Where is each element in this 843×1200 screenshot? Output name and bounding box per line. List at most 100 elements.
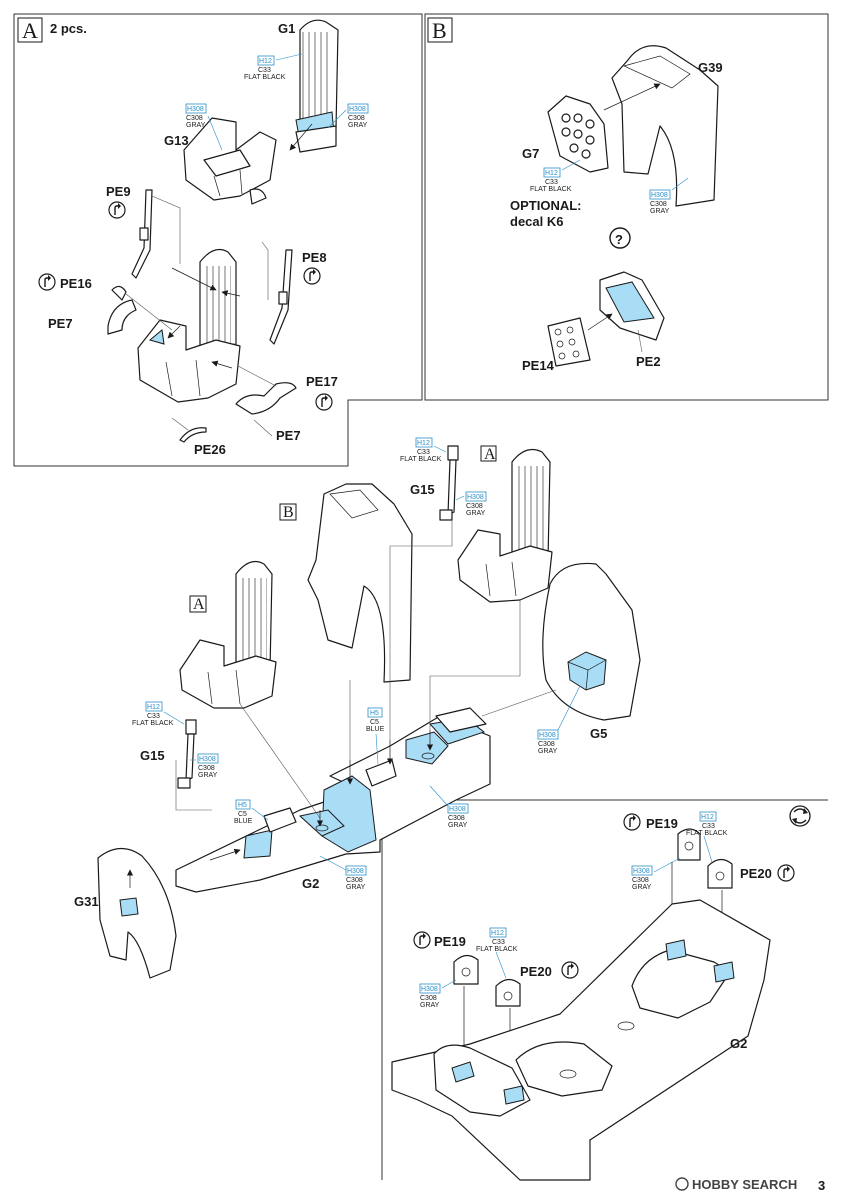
label-pe9: PE9 [106, 184, 131, 199]
label-pe16: PE16 [60, 276, 92, 291]
part-g7-instrument-panel [547, 95, 609, 173]
part-pe8-strap [269, 249, 293, 345]
svg-text:B: B [283, 504, 294, 521]
label-g39: G39 [698, 60, 723, 75]
step-a-ref-front: A [189, 595, 207, 613]
optional-label: OPTIONAL: [510, 198, 582, 213]
svg-text:C308: C308 [448, 815, 465, 822]
svg-text:H308: H308 [467, 494, 484, 501]
label-g1: G1 [278, 21, 295, 36]
svg-text:FLAT BLACK: FLAT BLACK [400, 456, 442, 463]
label-pe19-upper: PE19 [646, 816, 678, 831]
bend-arrow-icon [623, 813, 641, 831]
assembled-seat-front [179, 561, 277, 709]
svg-text:HOBBY SEARCH: HOBBY SEARCH [692, 1177, 797, 1192]
svg-text:H308: H308 [349, 106, 366, 113]
svg-text:C5: C5 [238, 811, 247, 818]
label-pe8: PE8 [302, 250, 327, 265]
callout-h308-g5: H308 C308 GRAY [537, 685, 581, 755]
step-a-letter: A [22, 18, 38, 43]
callout-h5-rear: H5 C5 BLUE [366, 707, 385, 765]
svg-text:C308: C308 [466, 503, 483, 510]
part-pe9-strap [131, 189, 153, 279]
part-pe19-upper [677, 828, 701, 861]
part-g2-detail-floor [391, 899, 771, 1181]
part-pe7-left-handle [107, 299, 137, 335]
step-b-ref: B [279, 503, 297, 521]
bend-arrow-icon [561, 961, 579, 979]
callout-h12-g7: H12 C33 FLAT BLACK [530, 159, 581, 193]
svg-text:GRAY: GRAY [198, 772, 218, 779]
label-pe19-lower: PE19 [434, 934, 466, 949]
svg-text:H308: H308 [199, 756, 216, 763]
optional-decal: decal K6 [510, 214, 563, 229]
assembled-seat-step-a [137, 249, 241, 403]
callout-h12-pe19-lower: H12 C33 FLAT BLACK [476, 927, 518, 979]
part-pe16-buckle [111, 285, 127, 301]
label-g31: G31 [74, 894, 99, 909]
bend-arrow-icon [38, 273, 56, 291]
callout-h12-g15-front: H12 C33 FLAT BLACK [132, 701, 185, 727]
svg-text:H12: H12 [259, 58, 272, 65]
frame-step-b [424, 13, 829, 401]
svg-text:H12: H12 [491, 930, 504, 937]
svg-text:FLAT BLACK: FLAT BLACK [244, 74, 286, 81]
callout-h308-pe19-lower: H308 C308 GRAY [419, 979, 457, 1009]
step-a-ref-rear: A [480, 445, 497, 463]
svg-text:C308: C308 [538, 741, 555, 748]
svg-text:H12: H12 [545, 170, 558, 177]
svg-text:C308: C308 [348, 115, 365, 122]
label-pe14: PE14 [522, 358, 555, 373]
part-pe19-lower [453, 954, 479, 985]
part-pe20-upper [707, 858, 733, 889]
label-g7: G7 [522, 146, 539, 161]
svg-text:GRAY: GRAY [346, 884, 366, 891]
label-g13: G13 [164, 133, 189, 148]
svg-text:C308: C308 [346, 877, 363, 884]
bend-arrow-icon [413, 931, 431, 949]
svg-text:A: A [193, 596, 205, 613]
callout-h308-g39: H308 C308 GRAY [649, 177, 689, 215]
part-pe26-bar [179, 427, 207, 443]
part-g5-bulkhead [542, 562, 641, 721]
svg-text:H5: H5 [238, 802, 247, 809]
question-icon: ? [609, 227, 631, 249]
svg-text:C33: C33 [702, 823, 715, 830]
callout-h12-g1: H12 C33 FLAT BLACK [244, 53, 303, 81]
rotate-arrows-icon[interactable] [789, 805, 811, 827]
assembled-bulkhead-step-b [307, 483, 413, 683]
callout-h308-g15-front: H308 C308 GRAY [190, 753, 219, 779]
label-pe7-right: PE7 [276, 428, 301, 443]
svg-text:H308: H308 [347, 868, 364, 875]
bend-arrow-icon [777, 864, 795, 882]
step-a-badge: A [17, 17, 43, 43]
svg-text:GRAY: GRAY [538, 748, 558, 755]
svg-text:H308: H308 [421, 986, 438, 993]
svg-text:C33: C33 [258, 67, 271, 74]
svg-text:GRAY: GRAY [632, 884, 652, 891]
svg-text:BLUE: BLUE [366, 726, 385, 733]
svg-text:C5: C5 [370, 719, 379, 726]
label-g2-main: G2 [302, 876, 319, 891]
label-pe2: PE2 [636, 354, 661, 369]
svg-text:?: ? [615, 232, 623, 247]
label-pe17: PE17 [306, 374, 338, 389]
step-b-letter: B [432, 18, 447, 43]
svg-text:GRAY: GRAY [448, 822, 468, 829]
label-g5: G5 [590, 726, 607, 741]
quantity-label: 2 pcs. [50, 21, 87, 36]
part-g13-seat-base [183, 117, 277, 205]
svg-text:C308: C308 [186, 115, 203, 122]
svg-text:FLAT BLACK: FLAT BLACK [476, 946, 518, 953]
label-g2-detail: G2 [730, 1036, 747, 1051]
svg-text:H308: H308 [187, 106, 204, 113]
label-pe7-left: PE7 [48, 316, 73, 331]
label-pe26: PE26 [194, 442, 226, 457]
part-pe17-handle [235, 382, 297, 415]
svg-text:H308: H308 [539, 732, 556, 739]
svg-text:FLAT BLACK: FLAT BLACK [530, 186, 572, 193]
label-pe20-upper: PE20 [740, 866, 772, 881]
svg-text:GRAY: GRAY [650, 208, 670, 215]
frame-step-a [13, 13, 423, 467]
